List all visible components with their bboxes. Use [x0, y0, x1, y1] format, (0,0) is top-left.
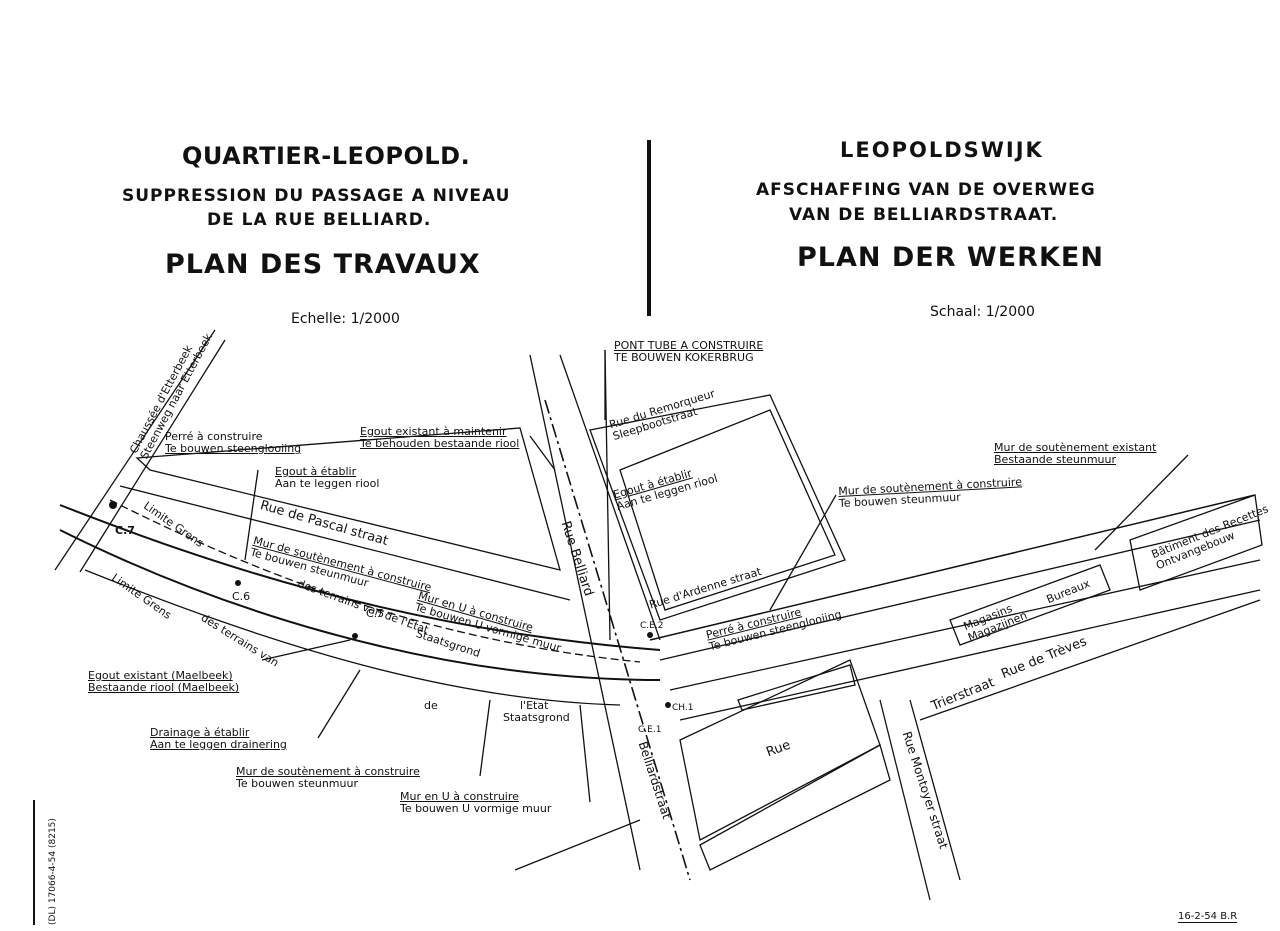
label-letat: l'Etat [520, 699, 549, 712]
right-title-main: LEOPOLDSWIJK [840, 138, 1044, 162]
building-small [737, 664, 856, 711]
label-mur-sout3-fr: Mur de soutènement à construire [236, 765, 420, 778]
label-maelbeek: Egout existant (Maelbeek) Bestaande rioo… [88, 670, 239, 694]
label-drainage: Drainage à établir Aan te leggen drainer… [150, 727, 287, 751]
label-perre-fr: Perré à construire [165, 430, 263, 443]
label-egout-exist: Egout existant à maintenir Te behouden b… [360, 426, 519, 450]
label-ce1: C.E.1 [638, 725, 662, 735]
montoyer-west-edge [879, 699, 931, 901]
building-magasins [949, 564, 1111, 646]
right-scale-label: Schaal: [930, 304, 982, 320]
label-mur-sout3-nl: Te bouwen steunmuur [236, 777, 358, 790]
label-egout-exist-nl: Te behouden bestaande riool [360, 437, 520, 450]
label-egout-exist-fr: Egout existant à maintenir [360, 425, 507, 438]
side-rule [33, 800, 35, 925]
belliard-west-edge-2 [559, 354, 661, 641]
title-divider [647, 140, 651, 316]
rail-centerline [109, 499, 641, 663]
label-mur-exist: Mur de soutènement existant Bestaande st… [994, 442, 1156, 466]
label-drainage-nl: Aan te leggen drainering [150, 738, 287, 751]
label-pont-nl: TE BOUWEN KOKERBRUG [614, 351, 754, 364]
label-perre-nl: Te bouwen steenglooiing [165, 442, 302, 455]
rail-right-north-2 [659, 519, 1261, 661]
leader-drainage [317, 669, 361, 739]
leader-mur-u2 [579, 704, 591, 803]
label-mur-exist-fr: Mur de soutènement existant [994, 441, 1157, 454]
leader-mur-sout2 [769, 494, 837, 611]
rail-right-north [649, 494, 1256, 641]
pascal-south-edge [119, 485, 571, 601]
label-mur-exist-nl: Bestaande steunmuur [994, 453, 1116, 466]
node-ch1 [665, 702, 671, 708]
rail-track-2 [59, 529, 661, 681]
treves-north-edge [679, 589, 1261, 721]
left-title-main: QUARTIER-LEOPOLD. [182, 142, 471, 170]
label-egout-etab-fr: Egout à établir [275, 465, 357, 478]
label-maelbeek-fr: Egout existant (Maelbeek) [88, 669, 233, 682]
left-plan-title: PLAN DES TRAVAUX [165, 249, 481, 280]
left-title-line3: DE LA RUE BELLIARD. [207, 210, 432, 230]
label-egout-etab-nl: Aan te leggen riool [275, 477, 380, 490]
label-ch1: CH.1 [672, 703, 694, 713]
label-drainage-fr: Drainage à établir [150, 726, 250, 739]
right-title-line2: AFSCHAFFING VAN DE OVERWEG [756, 180, 1096, 200]
node-c7 [109, 501, 117, 509]
left-title-line2: SUPPRESSION DU PASSAGE A NIVEAU [122, 186, 511, 206]
belliard-axis [544, 399, 691, 881]
block-rue-south [699, 744, 891, 871]
belliard-west-edge [529, 354, 641, 871]
leader-maelbeek [261, 639, 351, 661]
leader-mur-sout3 [479, 699, 491, 777]
label-c5: C.5 [366, 607, 385, 620]
side-note: (DL) 17066-4-54 (8215) [48, 818, 58, 925]
label-ce2: C.E.2 [640, 621, 664, 631]
leader-egout-exist [529, 435, 556, 471]
label-c7: C.7 [115, 524, 135, 537]
label-maelbeek-nl: Bestaande riool (Maelbeek) [88, 681, 240, 694]
label-staatsgrond2: Staatsgrond [503, 711, 570, 724]
label-perre: Perré à construire Te bouwen steenglooii… [165, 431, 301, 455]
right-title-line3: VAN DE BELLIARDSTRAAT. [789, 205, 1059, 225]
treves-south-edge [919, 599, 1261, 721]
block-remorqueur [589, 394, 846, 621]
right-scale: Schaal: 1/2000 [930, 304, 1035, 320]
label-pont-fr: PONT TUBE A CONSTRUIRE [614, 339, 764, 352]
left-scale-value: 1/2000 [350, 311, 400, 327]
leader-mur-exist [1094, 454, 1189, 551]
label-de: de [424, 699, 438, 712]
right-scale-value: 1/2000 [985, 304, 1035, 320]
label-mur-u2: Mur en U à construire Te bouwen U vormig… [400, 791, 551, 815]
montoyer-east-edge [909, 699, 961, 881]
label-mur-sout3: Mur de soutènement à construire Te bouwe… [236, 766, 420, 790]
rail-south-edge [84, 569, 621, 706]
chaussee-etterbeek-edge-2 [79, 339, 226, 573]
label-c6: C.6 [232, 590, 251, 603]
node-c6 [235, 580, 241, 586]
south-road-edge [514, 819, 641, 871]
belliard-east-edge [604, 349, 611, 641]
block-ardenne [619, 409, 836, 611]
left-scale: Echelle: 1/2000 [291, 311, 400, 327]
node-c5 [352, 633, 358, 639]
building-recettes [1129, 494, 1263, 591]
node-ce2 [647, 632, 653, 638]
date-signature: 16-2-54 B.R [1178, 911, 1238, 923]
chaussee-etterbeek-edge-1 [54, 329, 216, 571]
rail-track-1 [59, 504, 661, 651]
label-pont: PONT TUBE A CONSTRUIRE TE BOUWEN KOKERBR… [614, 340, 763, 364]
leader-egout-etab [244, 469, 259, 561]
label-egout-etab: Egout à établir Aan te leggen riool [275, 466, 379, 490]
block-pascal [135, 427, 561, 571]
label-mur-u2-nl: Te bouwen U vormige muur [400, 802, 552, 815]
label-mur-u2-fr: Mur en U à construire [400, 790, 519, 803]
left-scale-label: Echelle: [291, 311, 347, 327]
right-plan-title: PLAN DER WERKEN [797, 242, 1104, 273]
